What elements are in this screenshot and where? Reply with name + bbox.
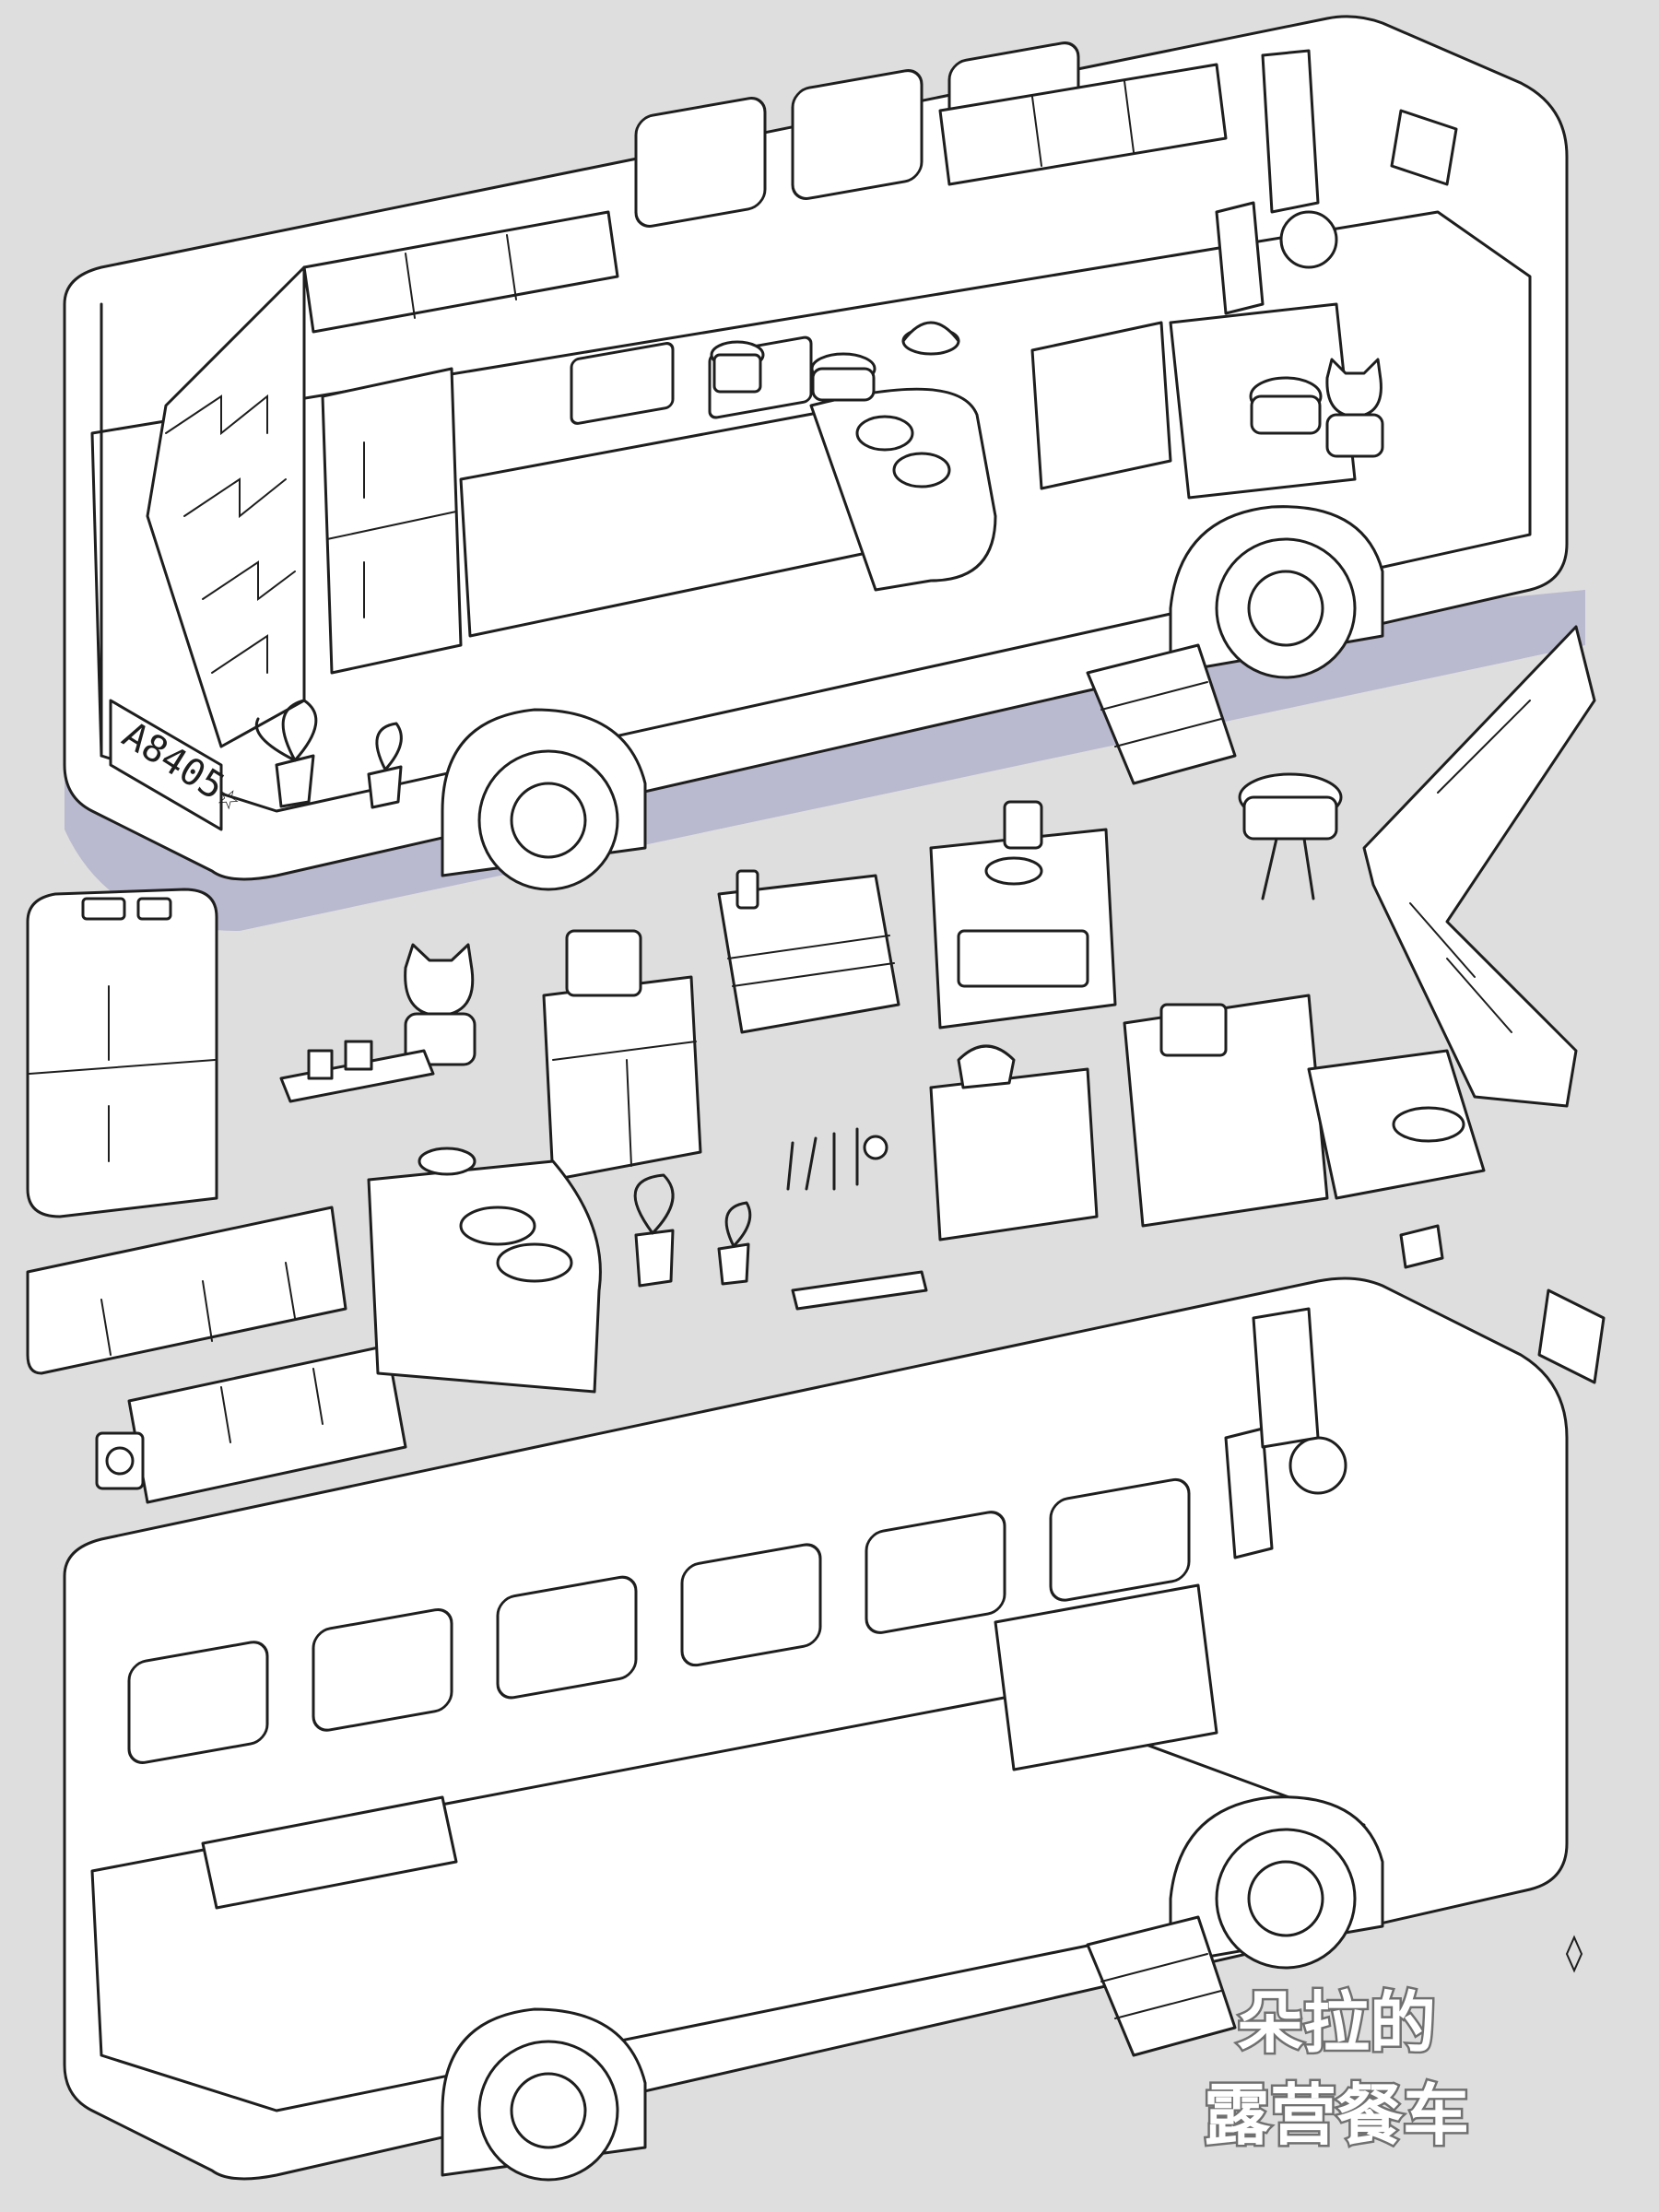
side-mirror-icon xyxy=(1537,1288,1606,1384)
coffee-machine-icon xyxy=(565,929,642,997)
kitchen-bus-top: A8405☆ xyxy=(63,15,1585,931)
brand-logo: 朵拉的 露营餐车 xyxy=(1201,1935,1583,2157)
window xyxy=(680,1543,822,1667)
pan-icon xyxy=(863,1135,888,1160)
steering-wheel-icon xyxy=(1288,1436,1347,1495)
loose-cat xyxy=(279,943,477,1103)
empty-bus-bottom xyxy=(63,1277,1569,2182)
kettle-icon xyxy=(957,1044,1016,1089)
stairs xyxy=(146,265,306,748)
front-bench xyxy=(994,1583,1218,1771)
bottom-bus-windows xyxy=(127,1477,1191,1764)
shelf-icon xyxy=(279,1049,435,1103)
sink-icon xyxy=(570,342,675,425)
cat-figurine-icon xyxy=(404,943,475,1018)
top-bus-wheels xyxy=(441,505,1384,891)
sparkle-icon xyxy=(1565,1935,1583,1973)
side-mirror-icon xyxy=(1390,109,1458,186)
license-plate-frame xyxy=(109,699,223,831)
wall-cabinet xyxy=(302,210,619,334)
shelf-unit xyxy=(1030,321,1172,490)
window xyxy=(127,1641,269,1764)
window xyxy=(865,1511,1006,1634)
shelf-icon xyxy=(791,1270,928,1311)
stove-icon xyxy=(367,1159,602,1394)
loose-fridge xyxy=(26,888,218,1218)
burner xyxy=(892,452,951,488)
window xyxy=(791,69,924,200)
window xyxy=(312,1607,453,1732)
driver-area xyxy=(1215,49,1458,315)
curtain-icon xyxy=(1252,1307,1320,1449)
loose-stove-oven xyxy=(929,800,1117,1030)
potted-plant-icon xyxy=(367,765,403,809)
window xyxy=(1049,1477,1191,1602)
window xyxy=(634,97,767,228)
utensils xyxy=(786,1127,888,1191)
logo-line-2: 露营餐车 xyxy=(1204,2077,1469,2154)
stove-counter xyxy=(809,387,997,592)
window xyxy=(496,1575,638,1700)
burner xyxy=(496,1242,573,1283)
handle-icon xyxy=(1399,1224,1444,1269)
kitchen-counters xyxy=(459,302,1357,638)
curtain-icon xyxy=(1261,49,1320,214)
loose-cooker xyxy=(1238,772,1343,900)
wall-cabinet-icon xyxy=(26,1206,347,1375)
driver-seat-icon xyxy=(1215,201,1265,315)
potted-plant-icon xyxy=(275,754,315,808)
refrigerator-icon xyxy=(321,367,463,675)
plants-loose xyxy=(633,1173,752,1288)
cabinet xyxy=(542,975,702,1182)
loose-stove-counter xyxy=(367,1147,602,1394)
burner xyxy=(459,1206,536,1246)
loose-sink xyxy=(717,869,900,1034)
wall-cabinet xyxy=(938,63,1228,186)
rear-stairs xyxy=(146,265,306,748)
driver-seat-icon xyxy=(1224,1427,1274,1559)
coffee-station xyxy=(542,929,702,1182)
pot-icon xyxy=(418,1147,477,1176)
steering-wheel-icon xyxy=(1279,210,1338,269)
loose-parts xyxy=(26,625,1606,1504)
burner xyxy=(855,415,914,452)
logo-line-1: 朵拉的 xyxy=(1237,1984,1436,2062)
refrigerator-icon xyxy=(26,888,218,1218)
loose-oven-kettle xyxy=(929,1044,1099,1241)
potted-plant-icon xyxy=(634,1229,675,1288)
potted-plant-icon xyxy=(717,1242,750,1286)
plants-top xyxy=(255,699,403,809)
cat-on-counter xyxy=(1325,358,1384,458)
upper-cabinets xyxy=(302,63,1228,334)
rice-cooker-icon xyxy=(1392,1106,1465,1143)
fridge-in-bus xyxy=(321,367,463,675)
wall-cabinet-icon xyxy=(127,1344,407,1504)
stairs-icon xyxy=(1362,625,1596,1108)
cookware xyxy=(710,321,1323,435)
microwave-icon xyxy=(1159,1003,1228,1057)
loose-stairs xyxy=(1362,625,1596,1108)
loose-shelves xyxy=(1123,994,1486,1228)
rear-bench xyxy=(201,1795,458,1910)
oven-icon xyxy=(929,1067,1099,1241)
